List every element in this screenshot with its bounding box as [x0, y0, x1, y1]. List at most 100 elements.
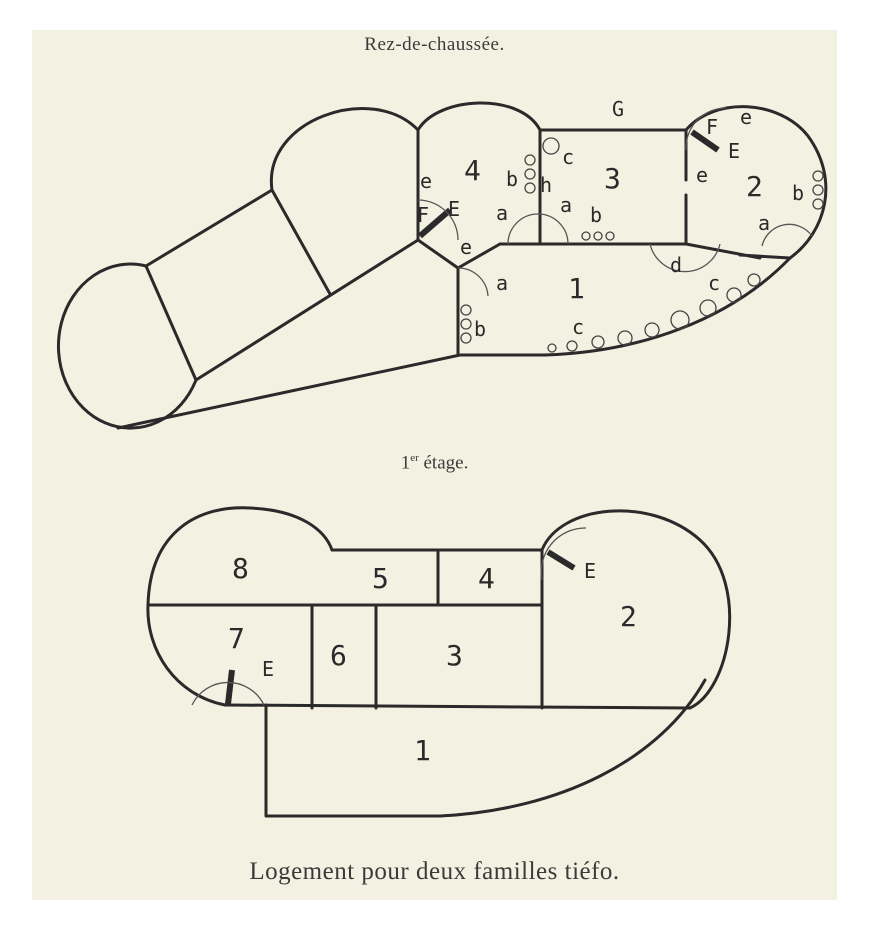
- partition-d: [684, 242, 792, 260]
- stair-ground-right: [690, 129, 720, 153]
- partitions-6-3: [310, 603, 544, 710]
- letter-d: d: [670, 253, 682, 277]
- letter-c-low: c: [572, 315, 584, 339]
- jar: [699, 299, 717, 317]
- arc-a-2: [761, 223, 813, 247]
- jar: [581, 231, 591, 241]
- jar: [812, 198, 824, 210]
- first-floor-caption: 1er étage.: [0, 452, 869, 474]
- jar: [566, 340, 578, 352]
- letter-e-right-mid: e: [696, 163, 708, 187]
- jar: [670, 310, 690, 330]
- letter-F-right: F: [706, 115, 718, 139]
- jar: [747, 273, 761, 287]
- arc-d: [649, 243, 721, 273]
- letter-a-4: a: [496, 201, 508, 225]
- jar: [460, 332, 472, 344]
- room-label-6: 6: [330, 639, 347, 672]
- jar: [812, 170, 824, 182]
- letter-c-right: c: [708, 271, 720, 295]
- room-label-1: 1: [568, 272, 585, 305]
- hut-2-wall: [684, 105, 828, 260]
- letter-E-left: E: [448, 197, 460, 221]
- ground-floor-plan: [57, 101, 828, 430]
- ground-floor-labels: 4 3 2 1 G F E e e F E e e a a a a b b b …: [417, 97, 804, 341]
- room-label-3: 3: [604, 162, 621, 195]
- ground-floor-caption: Rez-de-chaussée.: [364, 34, 505, 55]
- letter-E-right: E: [728, 139, 740, 163]
- first-floor-number: 1: [400, 452, 411, 474]
- first-floor-plan: [146, 506, 732, 818]
- room-label-8: 8: [232, 552, 249, 585]
- door-arcs: [191, 107, 813, 706]
- right-round-wall: [540, 509, 732, 710]
- room-label-2: 2: [746, 170, 763, 203]
- first-floor-labels: 8 5 4 2 7 6 3 1 E E: [228, 552, 637, 767]
- paper-background: [32, 30, 837, 900]
- jar: [524, 168, 536, 180]
- letter-e-mid: e: [460, 235, 472, 259]
- letter-b-mid: b: [474, 317, 486, 341]
- stair-ground-left: [418, 207, 452, 239]
- jar: [460, 318, 472, 330]
- letter-G: G: [612, 97, 624, 121]
- room-label-4: 4: [464, 154, 481, 187]
- jar: [524, 154, 536, 166]
- plate-title: Logement pour deux familles tiéfo.: [249, 858, 620, 885]
- letter-a-mid: a: [496, 271, 508, 295]
- letter-e-left: e: [420, 169, 432, 193]
- jar: [605, 231, 615, 241]
- letter-a-2: a: [758, 211, 770, 235]
- letter-e-right-top: e: [740, 105, 752, 129]
- stair-first-right: [546, 549, 576, 571]
- left-round-hut-wall: [57, 262, 198, 430]
- hut-4-lower-walls: [416, 238, 502, 357]
- letter-a-3: a: [560, 193, 572, 217]
- letter-b-4: b: [506, 167, 518, 191]
- staircases: [225, 129, 720, 705]
- left-round-wall: [146, 506, 334, 707]
- room-label-2-upper: 2: [620, 600, 637, 633]
- first-floor-word: étage.: [418, 452, 469, 474]
- letter-b-2: b: [792, 181, 804, 205]
- second-round-hut-wall: [269, 107, 420, 192]
- arc-E-left: [417, 199, 459, 241]
- left-enclosure-wall: [144, 188, 420, 382]
- jar: [726, 287, 742, 303]
- room-label-1-upper: 1: [414, 734, 431, 767]
- jar: [547, 343, 557, 353]
- letter-c-3: c: [562, 145, 574, 169]
- arc-E-first-left: [191, 681, 265, 706]
- room-1-courtyard-wall: [264, 678, 707, 818]
- letter-h: h: [540, 173, 552, 197]
- letter-E-first-right: E: [584, 559, 596, 583]
- outer-wall-bottom: [116, 353, 547, 430]
- jar: [460, 304, 472, 316]
- first-floor-superscript: er: [410, 452, 419, 464]
- jar: [591, 335, 605, 349]
- bottom-partition: [223, 703, 692, 710]
- jar: [524, 182, 536, 194]
- room-label-4-upper: 4: [478, 562, 495, 595]
- jar: [644, 322, 660, 338]
- jar: [542, 137, 560, 155]
- room-label-3-upper: 3: [446, 639, 463, 672]
- stair-first-left: [225, 669, 235, 705]
- letter-F-left: F: [417, 203, 429, 227]
- jar: [812, 184, 824, 196]
- jar: [593, 231, 603, 241]
- arc-a-mid: [457, 267, 489, 297]
- top-rooms-wall: [330, 548, 544, 607]
- room-label-5: 5: [372, 562, 389, 595]
- arc-E-right: [685, 107, 727, 151]
- room-3-walls: [498, 128, 688, 246]
- arc-E-first-right: [540, 527, 587, 581]
- letter-E-first-left: E: [262, 657, 274, 681]
- jar: [617, 330, 633, 346]
- hut-4-wall: [416, 101, 542, 242]
- letter-b-3: b: [590, 203, 602, 227]
- room-label-7: 7: [228, 622, 245, 655]
- arc-a-3: [507, 213, 569, 245]
